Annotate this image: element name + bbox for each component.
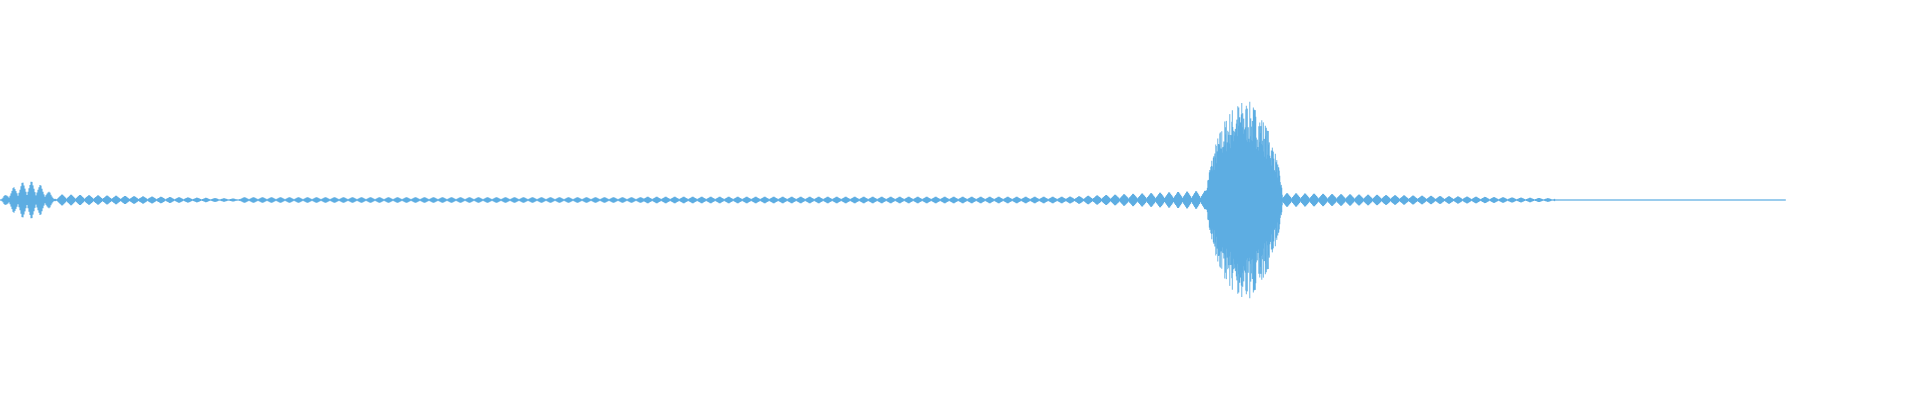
waveform-trace xyxy=(0,101,1786,299)
